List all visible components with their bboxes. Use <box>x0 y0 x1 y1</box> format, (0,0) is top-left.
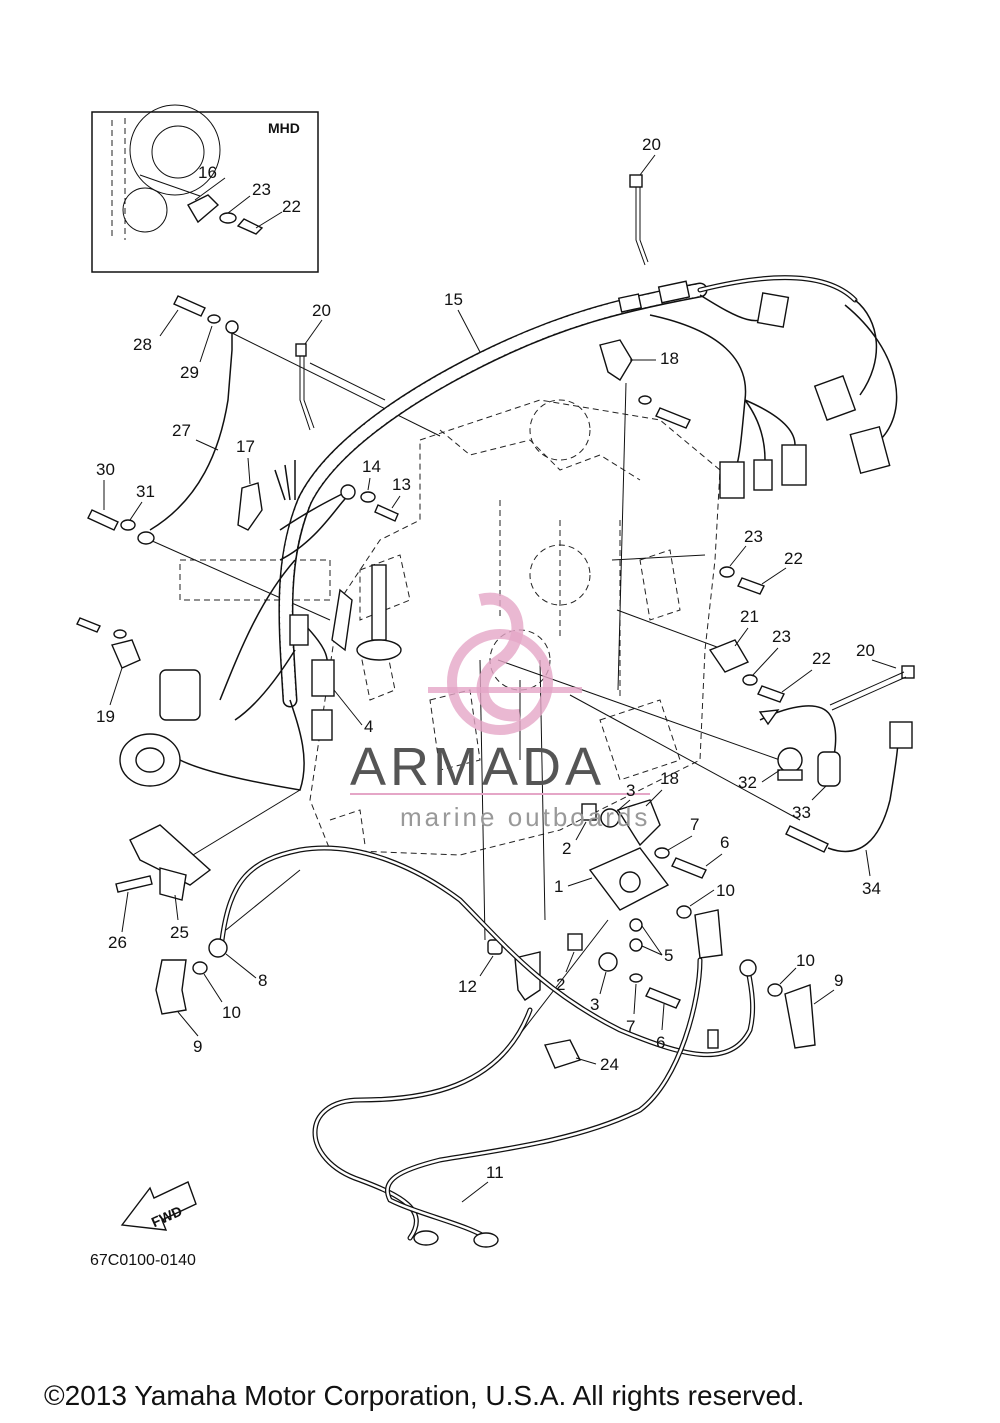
callout-32: 32 <box>738 773 757 792</box>
callout-27: 27 <box>172 421 191 440</box>
callout-20c: 20 <box>856 641 875 660</box>
callout-23b: 23 <box>744 527 763 546</box>
callout-24: 24 <box>600 1055 619 1074</box>
callout-28: 28 <box>133 335 152 354</box>
callout-18b: 18 <box>660 769 679 788</box>
washer-icon <box>219 212 237 224</box>
watermark: ARMADA marine outboards <box>350 592 650 832</box>
callout-10: 10 <box>716 881 735 900</box>
callout-3: 3 <box>626 781 635 800</box>
callout-6: 6 <box>720 833 729 852</box>
small-parts <box>76 174 915 1248</box>
callout-22c: 22 <box>812 649 831 668</box>
callout-5: 5 <box>664 946 673 965</box>
callout-17: 17 <box>236 437 255 456</box>
connector-icon <box>311 709 333 741</box>
connector-icon <box>311 659 335 697</box>
callout-10c: 10 <box>222 1003 241 1022</box>
module-icon <box>159 669 201 721</box>
callout-26: 26 <box>108 933 127 952</box>
diagram-code: 67C0100-0140 <box>90 1252 196 1269</box>
callout-22b: 22 <box>784 549 803 568</box>
connector-icon <box>289 614 309 646</box>
callout-30: 30 <box>96 460 115 479</box>
callout-9: 9 <box>834 971 843 990</box>
callout-6b: 6 <box>656 1033 665 1052</box>
connector-icon <box>813 375 857 421</box>
forward-arrow-icon <box>120 1181 197 1231</box>
main-wire-harness <box>119 275 898 791</box>
callout-20b: 20 <box>312 301 331 320</box>
callout-8: 8 <box>258 971 267 990</box>
inset-label: MHD <box>268 120 300 136</box>
callout-33: 33 <box>792 803 811 822</box>
callout-12: 12 <box>458 977 477 996</box>
callout-1: 1 <box>554 877 563 896</box>
callout-23: 23 <box>252 180 271 199</box>
callout-22: 22 <box>282 197 301 216</box>
callout-16: 16 <box>198 163 217 182</box>
callout-25: 25 <box>170 923 189 942</box>
callout-21: 21 <box>740 607 759 626</box>
connector-icon <box>719 461 745 499</box>
watermark-tagline: marine outboards <box>400 802 650 832</box>
connector-icon <box>849 425 891 475</box>
connector-icon <box>753 459 773 491</box>
callout-9b: 9 <box>193 1037 202 1056</box>
callout-labels: 20 15 18 28 29 20 27 17 14 13 30 31 23 2… <box>96 135 897 1203</box>
mhd-inset: MHD 16 23 22 <box>91 104 319 273</box>
callout-15: 15 <box>444 290 463 309</box>
callout-18: 18 <box>660 349 679 368</box>
callout-19: 19 <box>96 707 115 726</box>
callout-3b: 3 <box>590 995 599 1014</box>
callout-14: 14 <box>362 457 381 476</box>
callout-10b: 10 <box>796 951 815 970</box>
callout-11: 11 <box>486 1163 504 1182</box>
copyright-notice: ©2013 Yamaha Motor Corporation, U.S.A. A… <box>44 1380 804 1411</box>
callout-20: 20 <box>642 135 661 154</box>
callout-2: 2 <box>562 839 571 858</box>
callout-31: 31 <box>136 482 155 501</box>
callout-4: 4 <box>364 717 373 736</box>
callout-29: 29 <box>180 363 199 382</box>
callout-23c: 23 <box>772 627 791 646</box>
callout-13: 13 <box>392 475 411 494</box>
connector-icon <box>756 292 790 328</box>
shaft-icon <box>371 564 387 641</box>
bolt-icon <box>236 218 264 235</box>
clamp-icon <box>187 194 220 224</box>
callout-2b: 2 <box>556 975 565 994</box>
callout-7: 7 <box>690 815 699 834</box>
watermark-brand: ARMADA <box>350 737 605 797</box>
callout-7b: 7 <box>626 1017 635 1036</box>
fwd-arrow: FWD <box>120 1181 197 1231</box>
callout-34: 34 <box>862 879 881 898</box>
connector-icon <box>781 444 807 486</box>
